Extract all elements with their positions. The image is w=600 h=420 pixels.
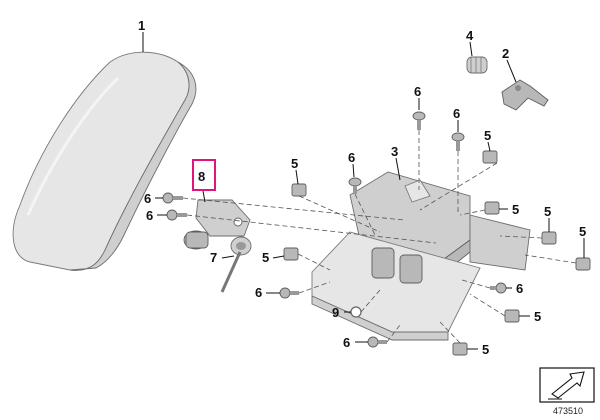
clip-nut-5a[interactable] (291, 183, 307, 197)
seat-cushion-part[interactable] (12, 51, 197, 271)
callout-6-top-left[interactable]: 6 (414, 84, 421, 99)
screw-6d[interactable] (451, 132, 465, 151)
washer-part[interactable] (350, 306, 362, 318)
callout-5-bottom[interactable]: 5 (482, 342, 489, 357)
callout-1[interactable]: 1 (138, 18, 145, 33)
callout-5-right-b[interactable]: 5 (544, 204, 551, 219)
clip-nut-parts (283, 150, 591, 356)
screw-6e[interactable] (348, 177, 362, 194)
callout-5-right-c[interactable]: 5 (579, 224, 586, 239)
callout-6-bottom-left[interactable]: 6 (255, 285, 262, 300)
callout-8-highlight[interactable]: 8 (192, 159, 216, 191)
callout-6-bottom[interactable]: 6 (343, 335, 350, 350)
clip-nut-5h[interactable] (452, 342, 468, 356)
callout-4[interactable]: 4 (466, 28, 474, 43)
screw-parts (162, 111, 507, 348)
catalog-number: 473510 (553, 406, 583, 416)
callout-5-top[interactable]: 5 (484, 128, 491, 143)
callout-6-left-b[interactable]: 6 (146, 208, 153, 223)
arrow-icon (539, 367, 595, 403)
screw-6b[interactable] (166, 209, 187, 221)
latch-part[interactable] (501, 79, 549, 111)
callout-6-top-right[interactable]: 6 (453, 106, 460, 121)
clip-nut-5g[interactable] (504, 309, 520, 323)
assembly-lines (182, 130, 577, 344)
callout-5-left-top[interactable]: 5 (291, 156, 298, 171)
screw-6c[interactable] (412, 111, 426, 130)
pin-part[interactable] (220, 251, 242, 293)
clip-nut-5d[interactable] (541, 231, 557, 245)
callout-6-mid[interactable]: 6 (348, 150, 355, 165)
screw-6f[interactable] (279, 287, 299, 299)
callout-5-bottom-right[interactable]: 5 (534, 309, 541, 324)
hinge-bracket-part[interactable] (183, 199, 252, 256)
callout-2[interactable]: 2 (502, 46, 509, 61)
callout-9[interactable]: 9 (332, 305, 339, 320)
spring-part[interactable] (466, 56, 488, 74)
screw-6h[interactable] (367, 336, 387, 348)
callout-3[interactable]: 3 (391, 144, 398, 159)
callout-7[interactable]: 7 (210, 250, 217, 265)
callout-5-right-a[interactable]: 5 (512, 202, 519, 217)
callout-5-left-bottom[interactable]: 5 (262, 250, 269, 265)
callout-8[interactable]: 8 (198, 169, 205, 184)
clip-nut-5e[interactable] (575, 257, 591, 271)
screw-6a[interactable] (162, 192, 183, 204)
clip-nut-5c[interactable] (484, 201, 500, 215)
callout-6-left-a[interactable]: 6 (144, 191, 151, 206)
clip-nut-5b[interactable] (482, 150, 498, 164)
clip-nut-5f[interactable] (283, 247, 299, 261)
screw-6g[interactable] (490, 282, 507, 294)
callout-labels: 1 4 2 6 6 5 3 6 5 6 6 5 5 5 7 5 6 6 9 5 … (138, 18, 586, 357)
leader-lines (142, 32, 585, 350)
callout-6-bottom-right[interactable]: 6 (516, 281, 523, 296)
